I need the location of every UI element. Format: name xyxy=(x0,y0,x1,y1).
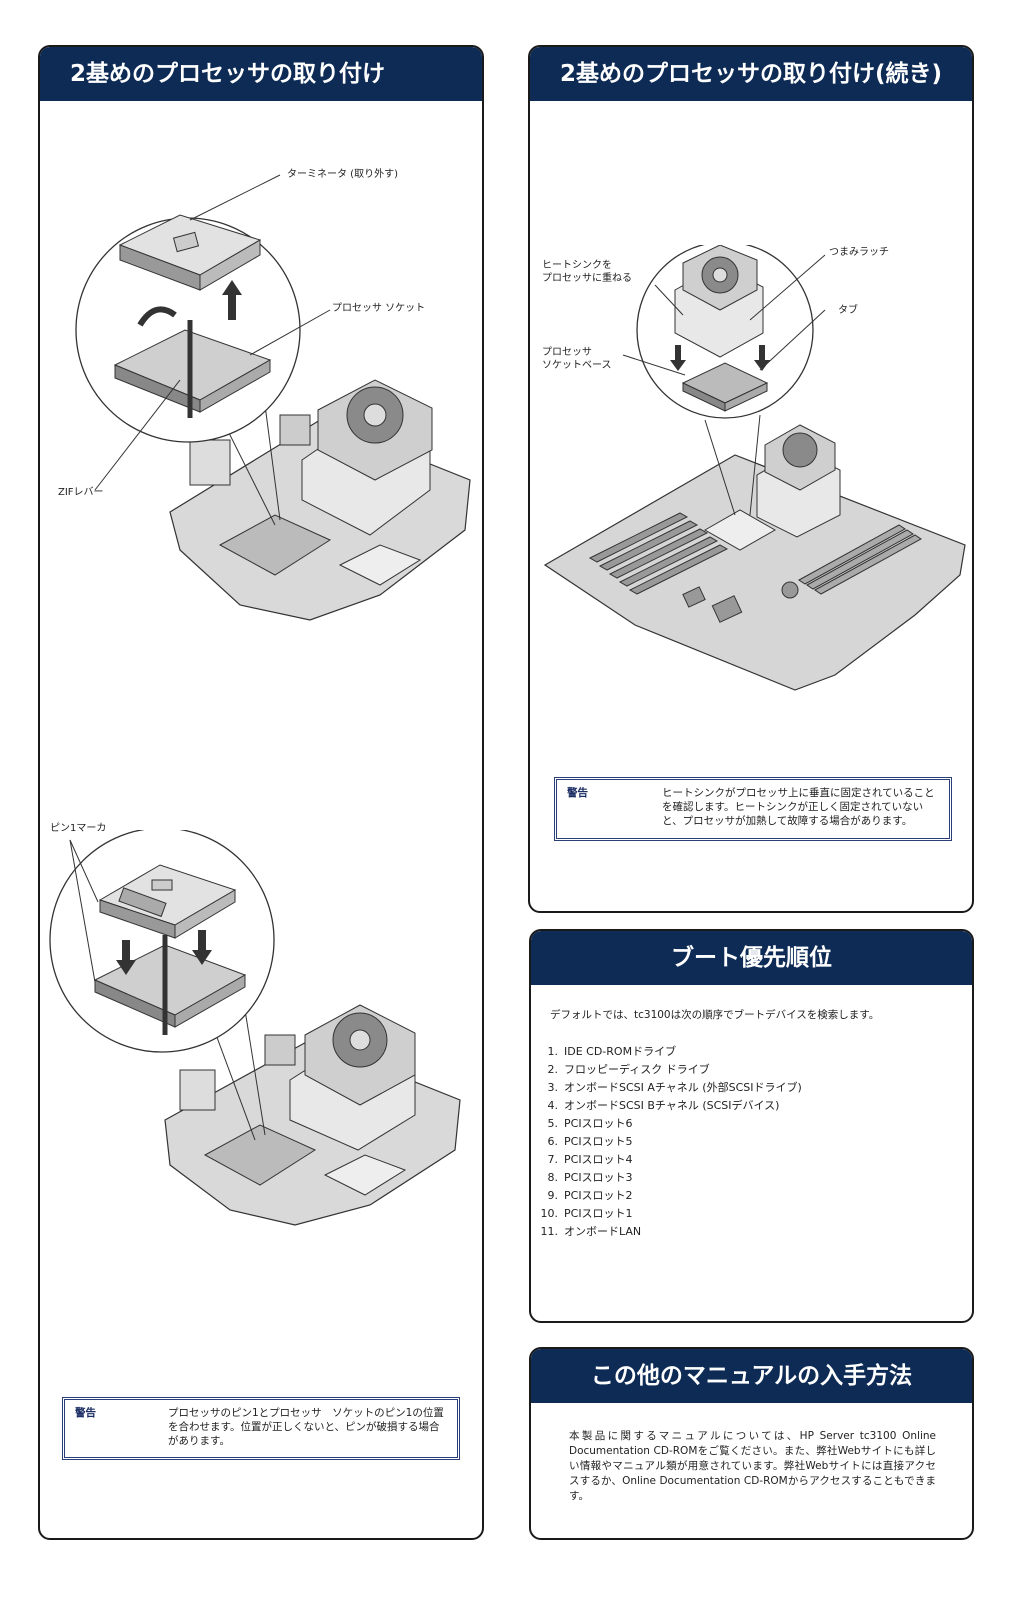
left-panel-title: 2基めのプロセッサの取り付け xyxy=(40,47,482,101)
boot-panel-title: ブート優先順位 xyxy=(531,931,972,985)
left-warning-box: 警告 プロセッサのピン1とプロセッサ ソケットのピン1の位置を合わせます。位置が… xyxy=(62,1397,460,1460)
boot-intro: デフォルトでは、tc3100は次の順序でブートデバイスを検索します。 xyxy=(550,1009,880,1021)
manuals-text: 本製品に関するマニュアルについては、HP Server tc3100 Onlin… xyxy=(569,1430,936,1502)
pci-slots-drawing xyxy=(588,512,729,595)
warning-label: 警告 xyxy=(567,787,588,799)
callout-socket-base: プロセッサ ソケットベース xyxy=(542,347,612,371)
figure-processor-insertion xyxy=(49,830,461,1226)
list-item: 7.PCIスロット4 xyxy=(547,1153,633,1166)
figure-heatsink-install xyxy=(543,245,966,691)
list-item: 10.PCIスロット1 xyxy=(540,1207,633,1220)
callout-pin1-marker: ピン1マーカ xyxy=(50,823,107,834)
warning-text: プロセッサのピン1とプロセッサ ソケットのピン1の位置を合わせます。位置が正しく… xyxy=(168,1407,444,1447)
boot-priority-panel: ブート優先順位 xyxy=(529,929,974,1323)
heatsink-drawing xyxy=(301,379,433,536)
callout-tab: タブ xyxy=(838,305,858,316)
list-item: 3.オンボードSCSI Aチャネル (外部SCSIドライブ) xyxy=(547,1081,802,1094)
list-item: 6.PCIスロット5 xyxy=(547,1135,633,1148)
callout-processor-socket: プロセッサ ソケット xyxy=(332,303,426,314)
list-item: 5.PCIスロット6 xyxy=(547,1117,633,1130)
right-top-panel-title: 2基めのプロセッサの取り付け(続き) xyxy=(530,47,972,101)
list-item: 8.PCIスロット3 xyxy=(547,1171,633,1184)
warning-label: 警告 xyxy=(75,1407,96,1419)
list-item: 4.オンボードSCSI Bチャネル (SCSIデバイス) xyxy=(547,1099,780,1112)
manuals-panel: この他のマニュアルの入手方法 xyxy=(529,1347,974,1540)
callout-latch: つまみラッチ xyxy=(829,247,889,258)
callout-terminator: ターミネータ (取り外す) xyxy=(287,169,398,180)
boot-order-list: 1.IDE CD-ROMドライブ 2.フロッピーディスク ドライブ 3.オンボー… xyxy=(536,1043,802,1241)
list-item: 11.オンボードLAN xyxy=(540,1225,642,1238)
warning-text: ヒートシンクがプロセッサ上に垂直に固定されていることを確認します。ヒートシンクが… xyxy=(662,787,935,827)
figure-terminator-removal xyxy=(75,174,471,621)
list-item: 1.IDE CD-ROMドライブ xyxy=(547,1045,677,1058)
manuals-panel-title: この他のマニュアルの入手方法 xyxy=(531,1349,972,1403)
callout-heatsink-overlay: ヒートシンクを プロセッサに重ねる xyxy=(542,260,632,284)
list-item: 2.フロッピーディスク ドライブ xyxy=(547,1063,710,1076)
callout-zif-lever: ZIFレバー xyxy=(58,487,104,498)
right-warning-box: 警告 ヒートシンクがプロセッサ上に垂直に固定されていることを確認します。ヒートシ… xyxy=(554,777,952,841)
list-item: 9.PCIスロット2 xyxy=(547,1189,633,1202)
